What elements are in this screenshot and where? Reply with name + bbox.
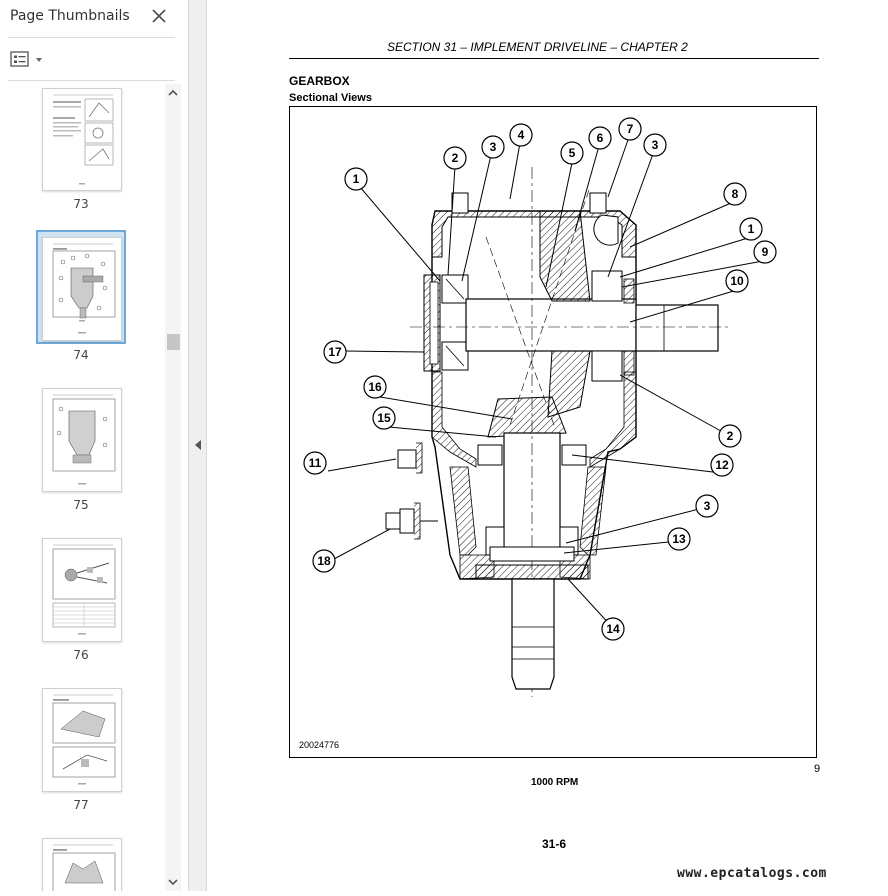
- thumbnail-page-number: 74: [73, 348, 89, 362]
- callout-14: 14: [606, 622, 620, 636]
- callout-3: 3: [490, 140, 497, 154]
- thumbnail-page-74[interactable]: [42, 237, 122, 341]
- callout-3c: 3: [704, 499, 711, 513]
- figure-number: 9: [814, 763, 821, 775]
- callout-markers: 1 2 3 4 5 6 7 3 8 1 9 10 17 16 15 11 12 …: [303, 117, 777, 641]
- callout-5: 5: [569, 146, 576, 160]
- thumbnails-pane: Page Thumbnails 73: [0, 0, 188, 891]
- thumbnail-page-73[interactable]: [42, 88, 122, 191]
- callout-8: 8: [732, 187, 739, 201]
- thumbnail-page-77[interactable]: [42, 688, 122, 792]
- thumbnail-page-75[interactable]: [42, 388, 122, 492]
- callout-17: 17: [328, 345, 342, 359]
- figure-id: 20024776: [299, 740, 340, 750]
- gearbox-sectional-diagram: 1 2 3 4 5 6 7 3 8 1 9 10 17 16 15 11 12 …: [289, 106, 817, 758]
- callout-7: 7: [627, 122, 634, 136]
- document-page: SECTION 31 – IMPLEMENT DRIVELINE – CHAPT…: [207, 0, 888, 891]
- gearbox-drawing: 1 2 3 4 5 6 7 3 8 1 9 10 17 16 15 11 12 …: [303, 117, 777, 697]
- chevron-up-icon[interactable]: [165, 84, 181, 102]
- callout-1b: 1: [748, 222, 755, 236]
- watermark: www.epcatalogs.com: [677, 866, 827, 881]
- callout-12: 12: [715, 458, 729, 472]
- thumbnail-page-number: 73: [73, 197, 89, 211]
- callout-leaders: [327, 136, 764, 629]
- collapse-pane-icon[interactable]: [193, 438, 203, 452]
- page-number: 31-6: [542, 837, 567, 851]
- thumbnail-options-icon: [10, 51, 42, 67]
- header-rule: [289, 58, 819, 59]
- thumbnail-page-number: 76: [73, 648, 89, 662]
- callout-18: 18: [317, 554, 331, 568]
- thumbnail-page-number: 75: [73, 498, 89, 512]
- callout-2b: 2: [727, 429, 734, 443]
- thumbnail-page-76[interactable]: [42, 538, 122, 642]
- close-icon[interactable]: [151, 8, 167, 24]
- callout-1: 1: [353, 172, 360, 186]
- callout-11: 11: [309, 456, 322, 470]
- callout-15: 15: [377, 411, 391, 425]
- chevron-down-icon[interactable]: [165, 873, 181, 891]
- callout-16: 16: [368, 380, 382, 394]
- callout-4: 4: [518, 128, 525, 142]
- page-heading: GEARBOX: [289, 74, 350, 88]
- callout-2: 2: [452, 151, 459, 165]
- thumbnail-page-78[interactable]: [42, 838, 122, 891]
- page-subheading: Sectional Views: [289, 92, 372, 104]
- callout-9: 9: [762, 245, 769, 259]
- thumbnail-page-number: 77: [73, 798, 89, 812]
- figure-caption: 1000 RPM: [531, 777, 579, 788]
- toolbar-divider: [8, 80, 175, 81]
- thumbnail-list[interactable]: 73 74: [0, 84, 165, 891]
- section-header: SECTION 31 – IMPLEMENT DRIVELINE – CHAPT…: [387, 40, 688, 54]
- callout-3b: 3: [652, 138, 659, 152]
- thumbnail-options-button[interactable]: [8, 48, 48, 72]
- callout-13: 13: [672, 532, 686, 546]
- scrollbar-thumb[interactable]: [167, 334, 180, 350]
- pane-splitter[interactable]: [188, 0, 207, 891]
- header-divider: [8, 37, 175, 38]
- thumbnails-pane-title: Page Thumbnails: [10, 8, 130, 24]
- callout-6: 6: [597, 131, 604, 145]
- callout-10: 10: [730, 274, 744, 288]
- thumbnails-pane-header: Page Thumbnails: [0, 0, 188, 36]
- thumbnail-scrollbar[interactable]: [165, 84, 181, 891]
